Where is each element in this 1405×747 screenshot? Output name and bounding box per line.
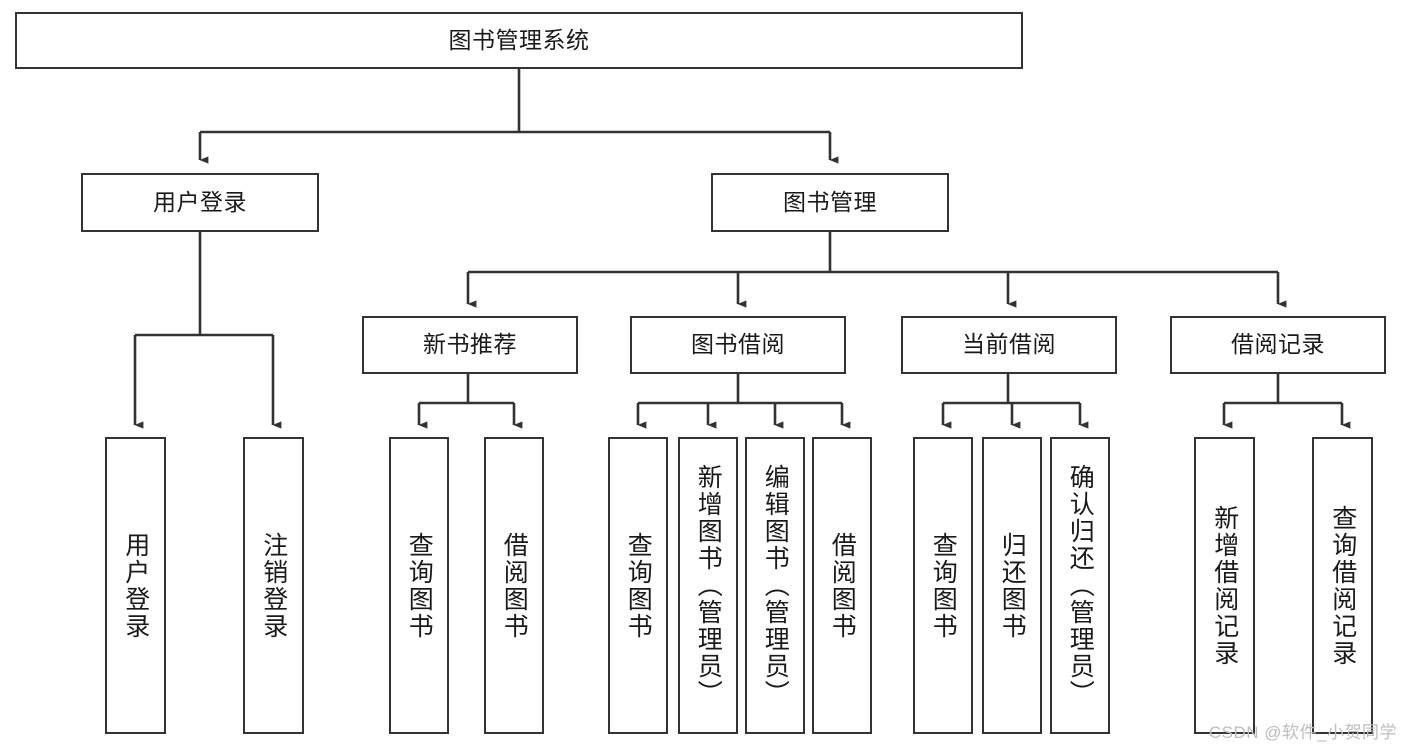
node-book-manage-label: 图书管理 [783,188,877,215]
node-leaf-borrow-book-2-label: 借阅图书 [828,531,857,640]
node-leaf-query-book-3-label: 查询图书 [929,531,958,640]
node-leaf-borrow-book-2[interactable]: 借阅图书 [812,437,872,734]
node-leaf-return-book-label: 归还图书 [998,531,1027,640]
node-leaf-add-record-label: 新增借阅记录 [1210,504,1239,667]
node-current-borrow-label: 当前借阅 [962,331,1056,358]
node-user-login[interactable]: 用户登录 [81,173,319,232]
node-new-book-recommend[interactable]: 新书推荐 [362,316,578,374]
node-leaf-user-logout-label: 注销登录 [259,531,288,640]
node-leaf-add-book-label: 新增图书（管理员） [694,464,723,707]
node-book-borrow-label: 图书借阅 [691,331,785,358]
node-borrow-record[interactable]: 借阅记录 [1170,316,1386,374]
node-leaf-query-book-1-label: 查询图书 [405,531,434,640]
node-leaf-return-book[interactable]: 归还图书 [982,437,1042,734]
node-leaf-query-book-2-label: 查询图书 [624,531,653,640]
node-current-borrow[interactable]: 当前借阅 [901,316,1117,374]
node-leaf-user-logout[interactable]: 注销登录 [243,437,304,734]
node-root[interactable]: 图书管理系统 [15,12,1023,69]
node-leaf-borrow-book-1[interactable]: 借阅图书 [484,437,544,734]
node-leaf-query-record[interactable]: 查询借阅记录 [1312,437,1373,734]
node-leaf-confirm-return[interactable]: 确认归还（管理员） [1050,437,1110,734]
node-leaf-query-book-2[interactable]: 查询图书 [608,437,668,734]
node-leaf-query-book-3[interactable]: 查询图书 [913,437,973,734]
node-root-label: 图书管理系统 [448,26,590,53]
node-leaf-confirm-return-label: 确认归还（管理员） [1066,464,1095,707]
node-leaf-borrow-book-1-label: 借阅图书 [500,531,529,640]
node-leaf-user-login-label: 用户登录 [121,531,150,640]
node-leaf-user-login[interactable]: 用户登录 [105,437,166,734]
node-leaf-add-book[interactable]: 新增图书（管理员） [678,437,738,734]
node-book-manage[interactable]: 图书管理 [711,173,949,232]
node-leaf-add-record[interactable]: 新增借阅记录 [1194,437,1255,734]
csdn-watermark: CSDN @软件_小贺同学 [1208,723,1397,742]
node-new-book-recommend-label: 新书推荐 [423,331,517,358]
node-book-borrow[interactable]: 图书借阅 [630,316,846,374]
node-leaf-query-record-label: 查询借阅记录 [1328,504,1357,667]
node-leaf-edit-book-label: 编辑图书（管理员） [761,464,790,707]
node-leaf-edit-book[interactable]: 编辑图书（管理员） [745,437,805,734]
node-leaf-query-book-1[interactable]: 查询图书 [389,437,449,734]
node-user-login-label: 用户登录 [153,188,247,215]
node-borrow-record-label: 借阅记录 [1231,331,1325,358]
